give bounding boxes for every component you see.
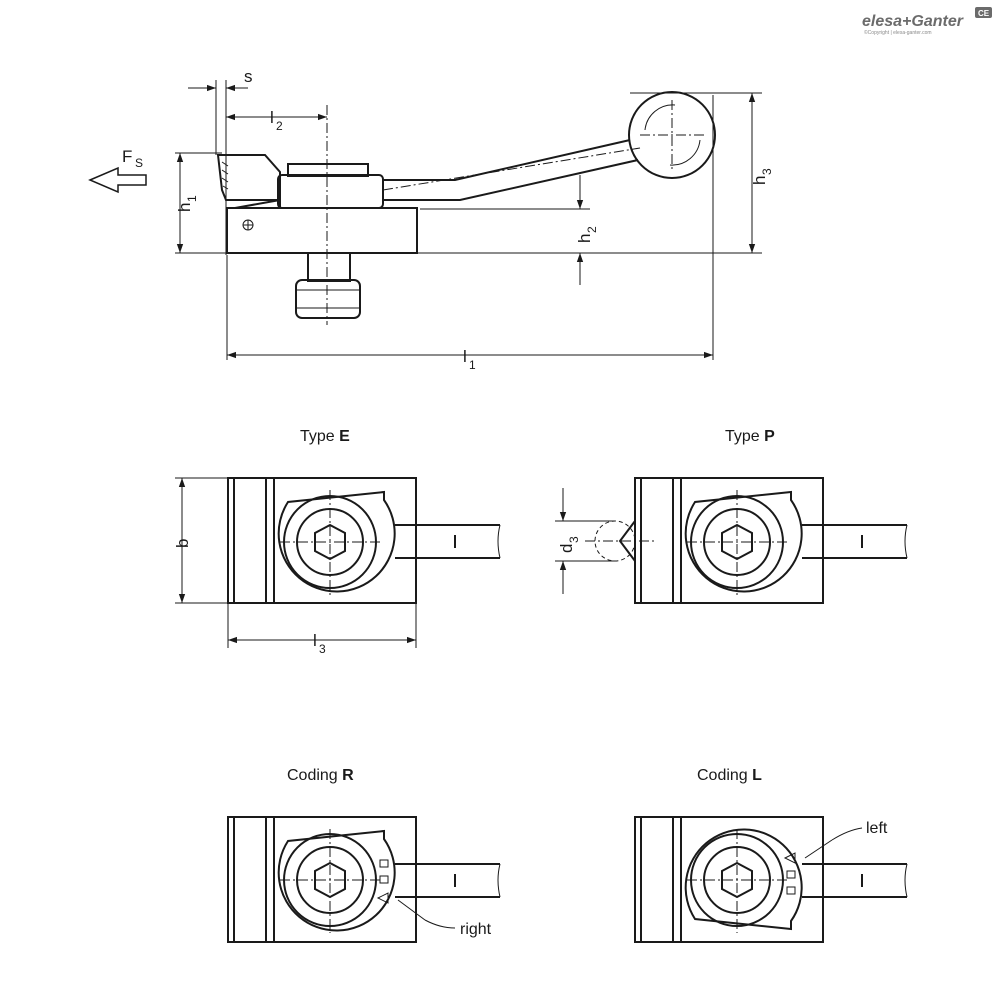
svg-text:h: h xyxy=(175,203,194,212)
svg-text:1: 1 xyxy=(185,195,199,202)
brand-name: elesa+Ganter xyxy=(862,13,964,30)
ce-mark-text: CE xyxy=(978,9,990,18)
svg-text:3: 3 xyxy=(319,642,326,656)
force-arrow-icon xyxy=(88,166,147,194)
svg-text:S: S xyxy=(135,156,143,170)
type-e-title: Type E xyxy=(300,428,350,445)
clamp-side-body xyxy=(216,154,418,319)
view-type-e: Type E b l 3 xyxy=(173,428,501,656)
dim-fs-label: F S xyxy=(122,147,143,170)
coding-marks-icon xyxy=(783,852,796,895)
svg-text:b: b xyxy=(173,539,192,548)
dim-l3-label: l 3 xyxy=(313,631,326,656)
dim-b-label: b xyxy=(173,539,192,548)
dim-h1-label: h 1 xyxy=(175,195,199,212)
dim-l1-label: l 1 xyxy=(463,347,476,372)
dim-d3-label: d 3 xyxy=(557,536,581,553)
svg-text:h: h xyxy=(750,176,769,185)
brand-logo: elesa+Ganter ©Copyright | elesa-ganter.c… xyxy=(862,7,992,36)
svg-text:h: h xyxy=(575,234,594,243)
brand-copyright: ©Copyright | elesa-ganter.com xyxy=(864,29,932,36)
dim-h3-label: h 3 xyxy=(750,168,774,185)
coding-l-title: Coding L xyxy=(697,767,762,784)
coding-r-note: right xyxy=(460,921,492,938)
view-coding-r: Coding R right xyxy=(227,767,501,943)
svg-text:d: d xyxy=(557,544,576,553)
lever-arm xyxy=(382,91,716,201)
svg-text:3: 3 xyxy=(567,536,581,543)
svg-text:1: 1 xyxy=(469,358,476,372)
view-coding-l: Coding L left xyxy=(634,767,908,943)
dim-s-label: s xyxy=(244,67,253,86)
svg-text:F: F xyxy=(122,147,132,166)
coding-l-note: left xyxy=(866,820,888,837)
svg-text:l: l xyxy=(313,631,317,650)
svg-text:l: l xyxy=(463,347,467,366)
coding-r-title: Coding R xyxy=(287,767,354,784)
dim-h2-label: h 2 xyxy=(575,226,599,243)
dim-l2-label: l 2 xyxy=(270,108,283,133)
coding-marks-icon xyxy=(376,859,389,904)
svg-text:2: 2 xyxy=(276,119,283,133)
svg-text:l: l xyxy=(270,108,274,127)
svg-text:3: 3 xyxy=(760,168,774,175)
ce-mark-icon xyxy=(975,7,992,18)
view-type-p: Type P d 3 xyxy=(555,428,908,604)
side-view: s l 2 F S h 1 h 2 h xyxy=(88,67,774,372)
type-p-title: Type P xyxy=(725,428,775,445)
svg-text:2: 2 xyxy=(585,226,599,233)
